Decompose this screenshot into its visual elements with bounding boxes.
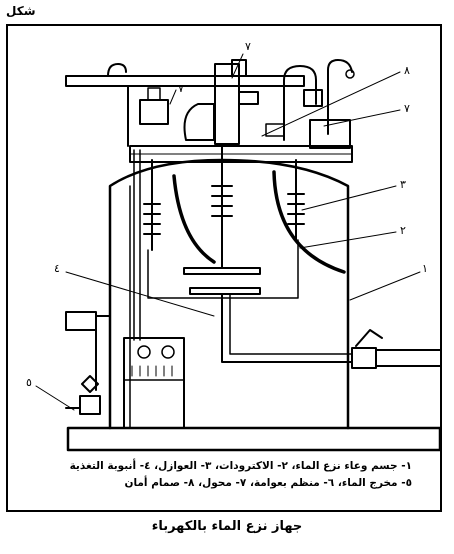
base-platform (66, 426, 442, 452)
transformer-top (147, 87, 161, 101)
upper-frame-bar (65, 75, 305, 87)
legend-line-2: ٥- مخرج الماء، ٦- منظم بعوامة، ٧- محول، … (124, 477, 412, 489)
callout-6: ٧ (245, 40, 251, 53)
diagram-caption: جهاز نزع الماء بالكهرباء (151, 519, 303, 534)
callout-5: ٥ (26, 376, 32, 389)
left-side-pipe (95, 315, 111, 391)
right-cabinet (309, 119, 351, 149)
water-outlet-valve (81, 375, 99, 393)
callout-7-left: ٧ (178, 82, 184, 95)
callout-1: ١ (422, 262, 428, 275)
safety-valve (303, 89, 323, 107)
electrode-plate-lower (189, 287, 261, 295)
vent-cap (345, 69, 355, 79)
vent-pipe (327, 59, 353, 135)
safety-valve-pipe (283, 65, 317, 141)
control-vents (131, 365, 173, 377)
right-switch (265, 123, 285, 137)
feed-pipe (221, 293, 353, 363)
legend-line-1: ١- جسم وعاء نزع الماء، ٢- الاكترودات، ٣-… (69, 460, 412, 472)
frame-left-hook (107, 63, 127, 77)
right-insulator-discs (287, 193, 305, 225)
electrode-plate-upper (183, 267, 261, 275)
callout-2: ٢ (400, 224, 406, 237)
callout-3: ٣ (400, 178, 406, 191)
outlet-valve-handle (355, 329, 383, 347)
water-outlet (79, 395, 101, 415)
control-dial-left (137, 345, 151, 359)
transformer (139, 99, 169, 125)
leader-lines (35, 53, 421, 411)
frame-mid-hook (231, 59, 247, 77)
callout-8: ٨ (404, 64, 410, 77)
electrode-upper (172, 174, 216, 264)
control-dial-right (161, 345, 175, 359)
callout-4: ٤ (54, 262, 60, 275)
control-box (123, 337, 185, 429)
outlet-valve (351, 347, 377, 369)
callout-7-right: ٧ (404, 102, 410, 115)
diagram-frame (6, 24, 442, 512)
float-bulb (183, 103, 215, 141)
left-side-bracket (65, 311, 97, 331)
center-insulator-discs (211, 185, 233, 217)
electrode-right (272, 170, 346, 274)
regulator-cap (239, 91, 259, 105)
left-insulator-discs (143, 203, 161, 235)
figure-label: شكل (6, 4, 36, 18)
feed-pipe-inner (229, 293, 353, 355)
